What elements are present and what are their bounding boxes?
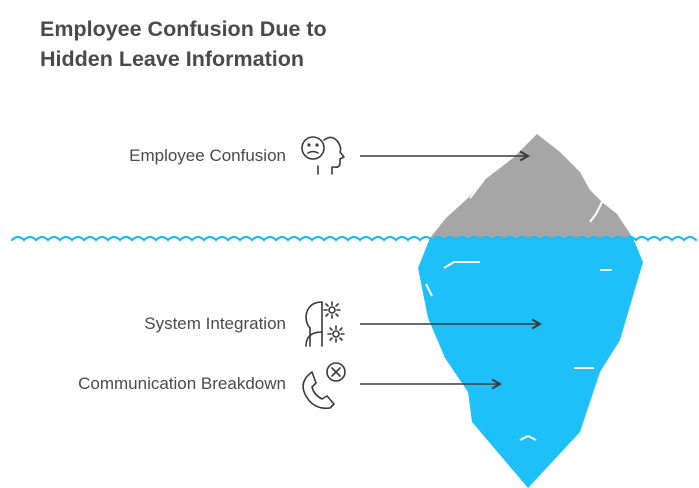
label-system-integration: System Integration — [144, 314, 286, 333]
iceberg-tip — [430, 134, 633, 238]
head-gear-icon — [305, 301, 345, 347]
label-communication-breakdown: Communication Breakdown — [78, 374, 286, 393]
water-surface-line — [10, 235, 698, 242]
iceberg-tip-ridges — [469, 179, 603, 223]
label-employee-confusion: Employee Confusion — [129, 146, 286, 165]
iceberg-underwater-body — [418, 238, 643, 488]
iceberg-highlights — [425, 261, 612, 441]
diagram-title: Employee Confusion Due to Hidden Leave I… — [40, 17, 327, 71]
phone-cancel-icon — [302, 362, 346, 410]
confused-face-head-icon — [301, 136, 345, 175]
